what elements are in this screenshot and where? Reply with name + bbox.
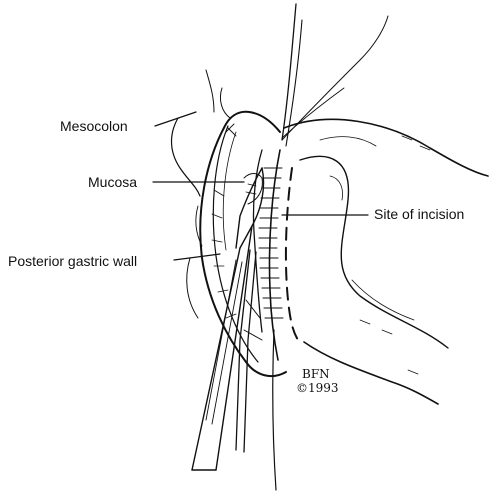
label-site-of-incision: Site of incision <box>374 206 464 222</box>
label-mesocolon: Mesocolon <box>60 118 128 134</box>
suture-threads <box>273 4 388 490</box>
label-mucosa: Mucosa <box>88 174 137 190</box>
signature-year: ©1993 <box>296 381 339 395</box>
incision-dashed-line <box>286 168 298 340</box>
forceps <box>236 250 262 452</box>
stomach-contour <box>284 119 488 404</box>
scalpel <box>192 168 264 470</box>
signature-initials: BFN <box>302 367 330 381</box>
mucosa-fold <box>244 150 262 332</box>
artist-signature: BFN ©1993 <box>296 367 339 395</box>
label-posterior-gastric-wall: Posterior gastric wall <box>8 253 137 269</box>
gastric-opening <box>200 112 286 376</box>
